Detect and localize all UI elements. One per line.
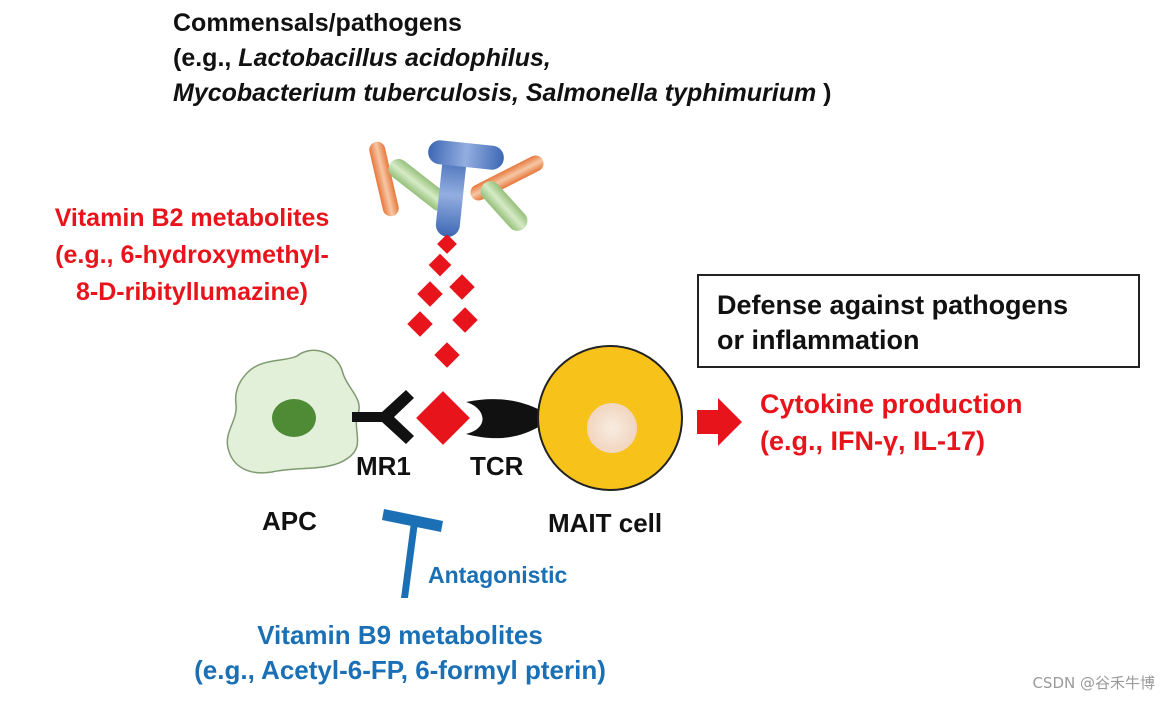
- antagonistic-label: Antagonistic: [428, 562, 568, 588]
- bound-ligand-diamond: [416, 391, 470, 445]
- examples-species-2: Mycobacterium tuberculosis, Salmonella t…: [173, 79, 817, 107]
- mr1-label: MR1: [356, 451, 411, 481]
- b2-metabolite-diamonds: [407, 234, 478, 368]
- bacteria-cluster: [369, 140, 544, 237]
- mait-nucleus: [587, 403, 637, 453]
- examples-species-1: Lactobacillus acidophilus,: [238, 44, 551, 72]
- tcr-receptor: [466, 399, 540, 439]
- vitamin-b9-block: Vitamin B9 metabolites (e.g., Acetyl-6-F…: [150, 618, 650, 688]
- vitamin-b2-example-line1: (e.g., 6-hydroxymethyl-: [55, 241, 329, 269]
- mait-cell: [537, 345, 683, 491]
- cytokine-block: Cytokine production (e.g., IFN-γ, IL-17): [760, 386, 1023, 460]
- watermark: CSDN @谷禾牛博: [1032, 674, 1155, 692]
- tcr-label: TCR: [470, 451, 524, 481]
- examples-prefix: (e.g.,: [173, 44, 239, 72]
- outcome-line1: Defense against pathogens: [717, 290, 1069, 320]
- vitamin-b2-block: Vitamin B2 metabolites (e.g., 6-hydroxym…: [22, 200, 362, 311]
- apc-cell: [226, 349, 360, 474]
- bacterium-orange-rod: [369, 141, 399, 217]
- vitamin-b9-title: Vitamin B9 metabolites: [257, 620, 543, 650]
- outcome-line2: or inflammation: [717, 325, 920, 355]
- outcome-box: Defense against pathogens or inflammatio…: [697, 274, 1140, 368]
- apc-label: APC: [262, 506, 317, 536]
- microbes-title: Commensals/pathogens: [173, 9, 462, 37]
- cytokine-example: (e.g., IFN-γ, IL-17): [760, 426, 986, 456]
- vitamin-b2-title: Vitamin B2 metabolites: [54, 204, 330, 232]
- microbes-block: Commensals/pathogens (e.g., Lactobacillu…: [173, 6, 831, 111]
- bacterium-green-rod: [388, 158, 450, 212]
- antagonist-inhibitor: [382, 509, 443, 598]
- mr1-receptor: [352, 390, 414, 444]
- microbes-examples-line1: (e.g., Lactobacillus acidophilus,: [173, 41, 831, 76]
- vitamin-b9-example: (e.g., Acetyl-6-FP, 6-formyl pterin): [194, 655, 606, 685]
- vitamin-b2-example-line2: 8-D-ribityllumazine): [76, 278, 308, 306]
- bacterium-blue-rod: [435, 153, 467, 237]
- output-arrow: [697, 398, 742, 446]
- examples-suffix: ): [816, 79, 832, 107]
- bacterium-blue-rod: [428, 140, 504, 170]
- microbes-examples-line2: Mycobacterium tuberculosis, Salmonella t…: [173, 76, 831, 111]
- apc-nucleus: [272, 399, 316, 437]
- cytokine-title: Cytokine production: [760, 389, 1023, 419]
- bacterium-green-rod: [480, 181, 528, 231]
- mait-label: MAIT cell: [548, 508, 663, 538]
